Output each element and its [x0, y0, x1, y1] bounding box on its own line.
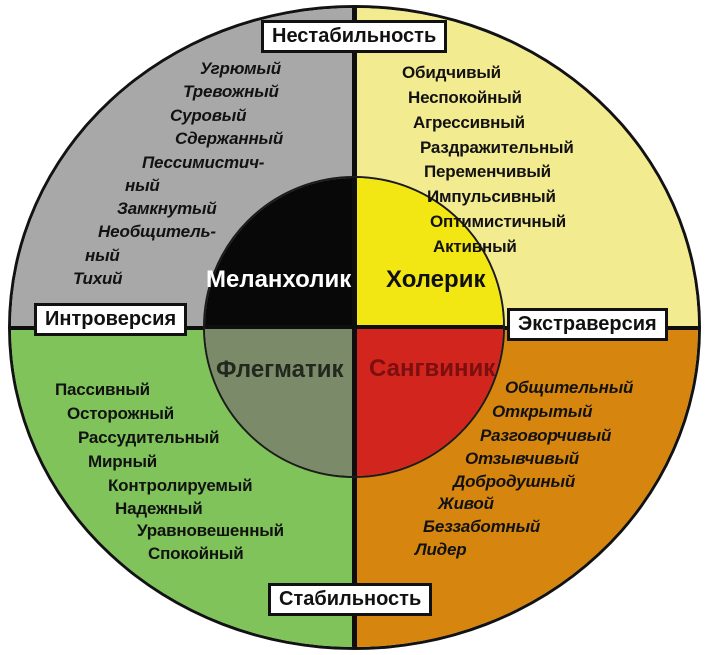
trait-line: Отзывчивый: [465, 449, 579, 468]
melancholic-label: Меланхолик: [206, 266, 352, 293]
trait-line: ный: [125, 176, 160, 195]
trait-line: Неспокойный: [408, 88, 522, 107]
axis-label-instability: Нестабильность: [261, 20, 448, 53]
sanguine-label: Сангвиник: [369, 355, 496, 382]
trait-line: Суровый: [170, 106, 247, 125]
trait-line: Мирный: [88, 452, 158, 471]
trait-line: Беззаботный: [423, 517, 541, 536]
trait-line: Рассудительный: [78, 428, 220, 447]
inner-circle: [203, 176, 505, 478]
trait-line: Живой: [438, 494, 494, 513]
trait-line: Лидер: [415, 540, 467, 559]
trait-line: Активный: [433, 237, 517, 256]
trait-line: Спокойный: [148, 544, 244, 563]
trait-line: Обидчивый: [402, 63, 501, 82]
trait-line: Пессимистич-: [142, 153, 265, 172]
trait-line: Тревожный: [183, 82, 279, 101]
trait-line: Открытый: [492, 402, 593, 421]
trait-line: Тихий: [73, 269, 123, 288]
trait-line: Переменчивый: [424, 162, 551, 181]
axis-label-stability: Стабильность: [268, 583, 433, 616]
trait-line: Добродушный: [453, 472, 576, 491]
trait-line: Общительный: [505, 378, 634, 397]
trait-line: Разговорчивый: [480, 426, 612, 445]
trait-line: Оптимистичный: [430, 212, 567, 231]
melancholic-inner-quadrant: [205, 178, 354, 327]
sanguine-inner-quadrant: [354, 327, 503, 476]
trait-line: Контролируемый: [108, 476, 253, 495]
choleric-inner-quadrant: [354, 178, 503, 327]
trait-line: Надежный: [115, 499, 203, 518]
trait-line: Импульсивный: [427, 187, 556, 206]
trait-line: Необщитель-: [98, 222, 216, 241]
choleric-label: Холерик: [386, 266, 486, 293]
trait-line: Осторожный: [67, 404, 174, 423]
axis-label-extraversion: Экстраверсия: [507, 308, 668, 341]
phlegmatic-inner-quadrant: [205, 327, 354, 476]
axis-label-introversion: Интроверсия: [34, 303, 188, 336]
trait-line: Пассивный: [55, 380, 150, 399]
trait-line: Агрессивный: [413, 113, 525, 132]
phlegmatic-label: Флегматик: [216, 356, 344, 383]
trait-line: Замкнутый: [117, 199, 217, 218]
trait-line: Сдержанный: [175, 129, 284, 148]
trait-line: Уравновешенный: [137, 521, 284, 540]
trait-line: Раздражительный: [420, 138, 574, 157]
trait-line: Угрюмый: [200, 59, 281, 78]
inner-horizontal-axis-line: [205, 325, 503, 329]
trait-line: ный: [85, 246, 120, 265]
